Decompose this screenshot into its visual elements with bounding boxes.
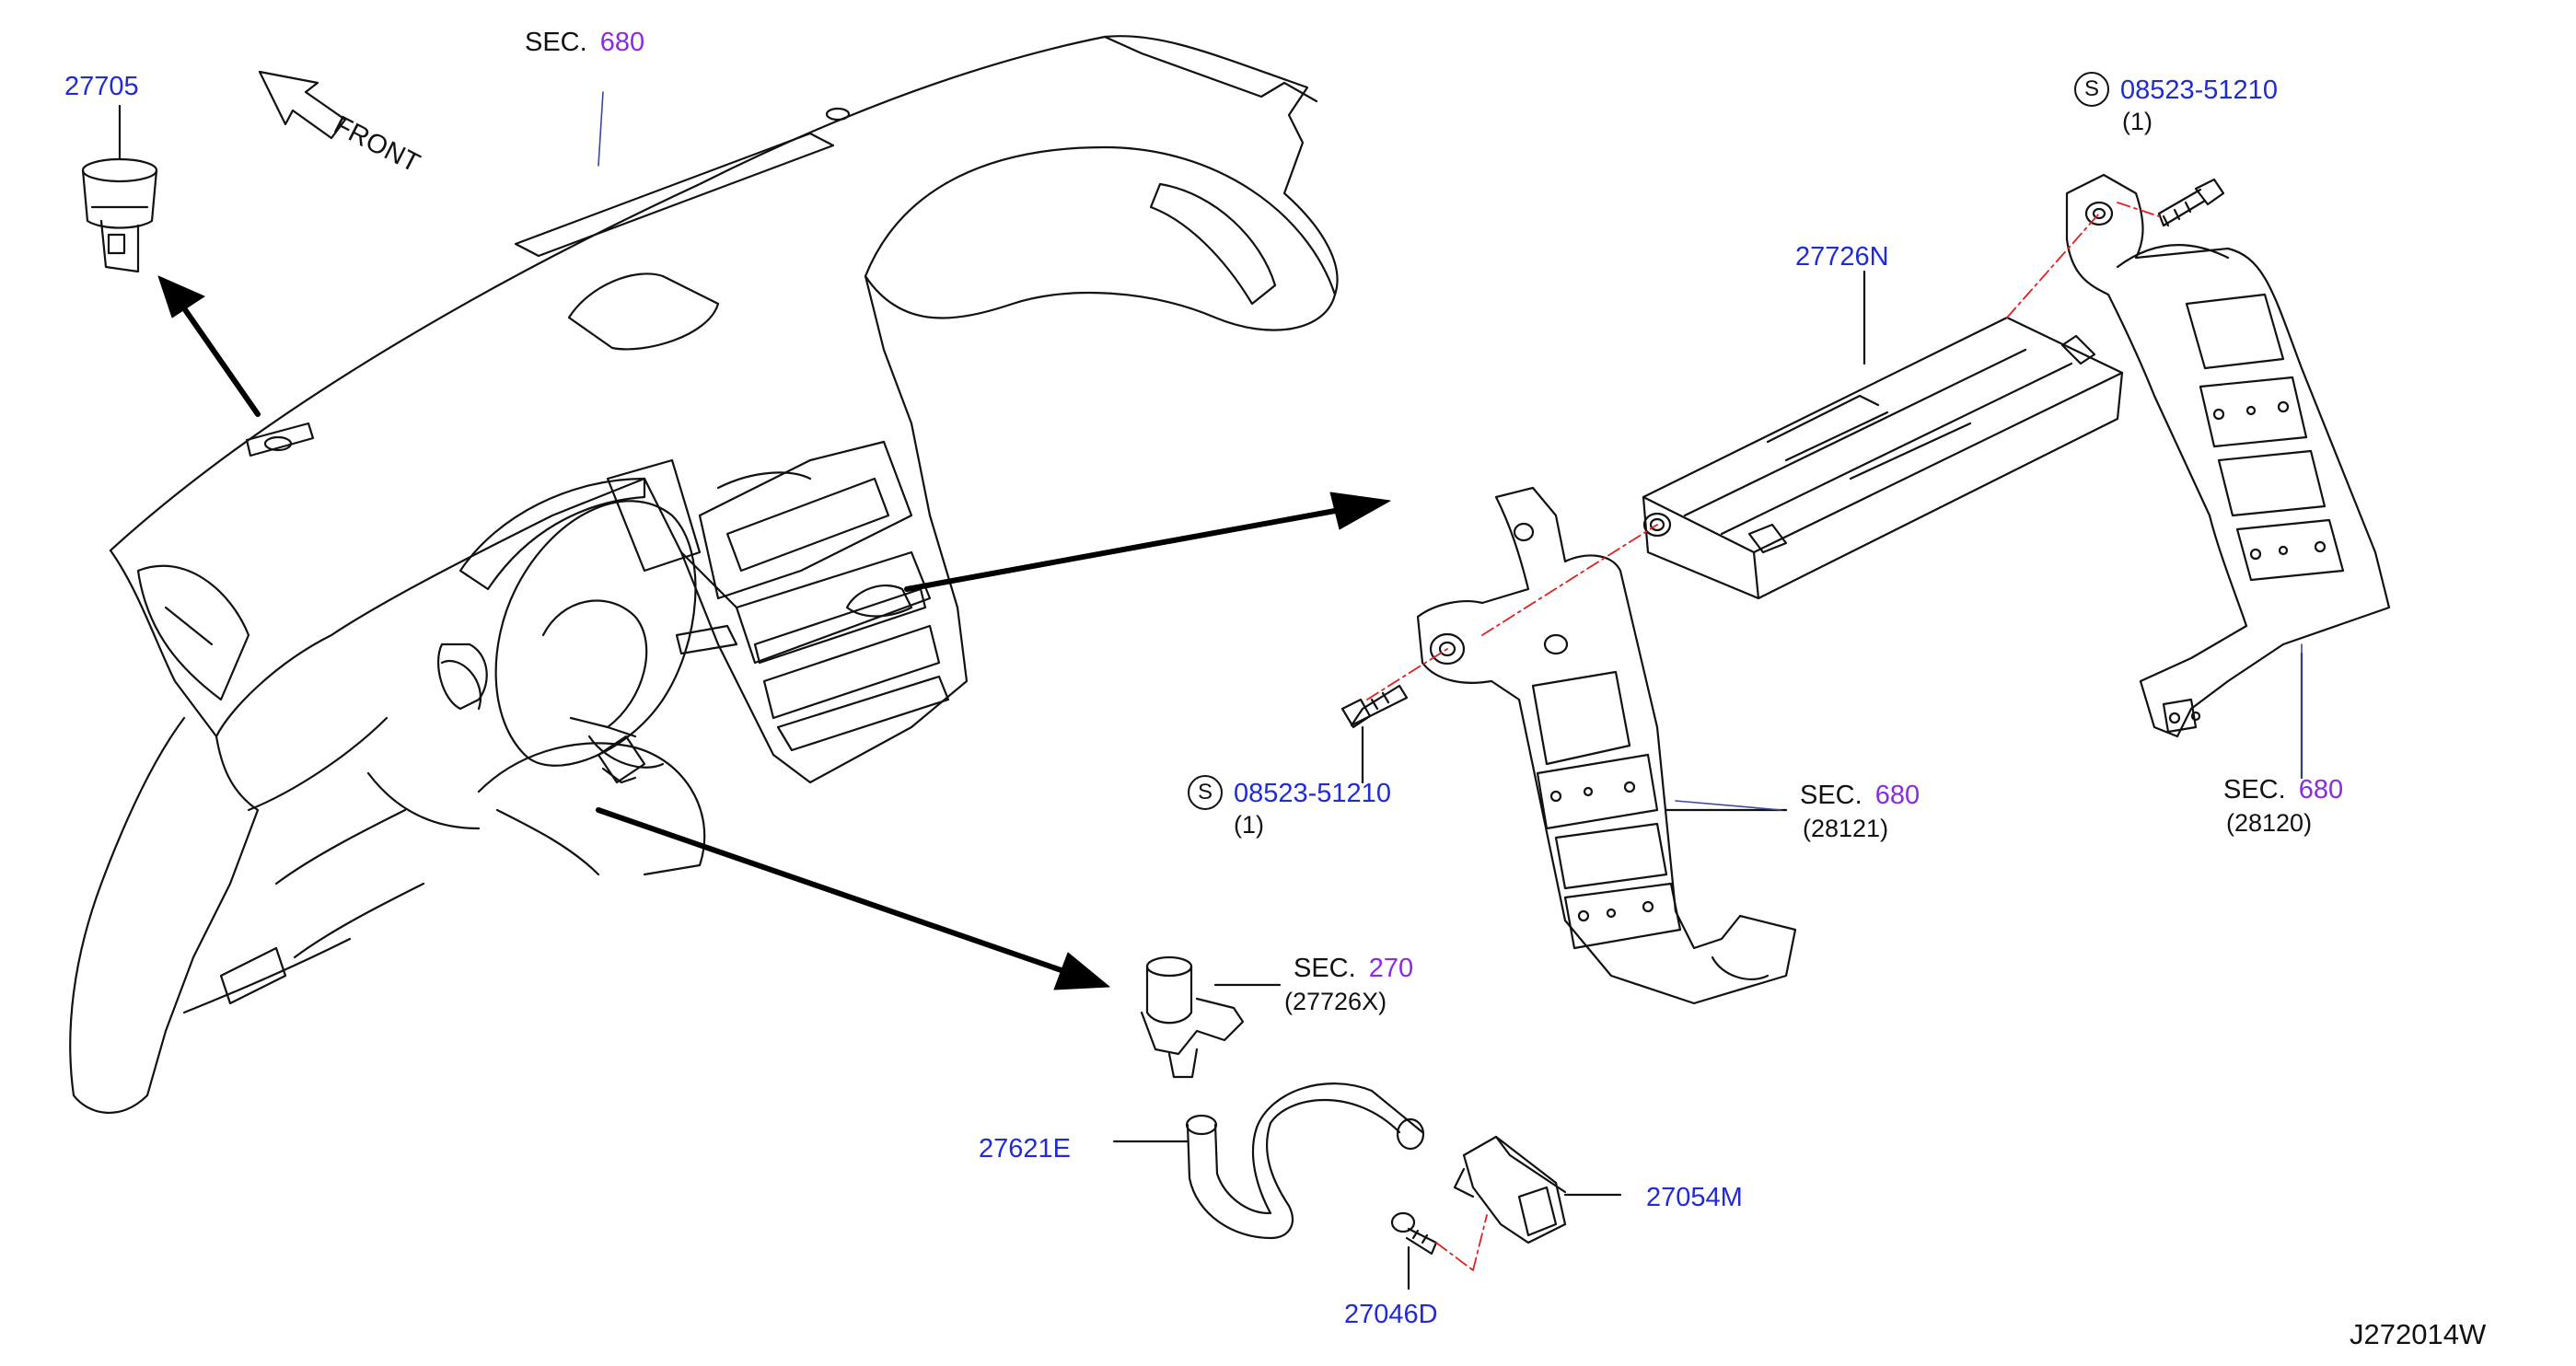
label-27046D[interactable]: 27046D — [1344, 1300, 1438, 1329]
label-27705[interactable]: 27705 — [64, 72, 139, 101]
bracket-28121-drawing — [1416, 486, 1797, 1005]
arrow-head-sensor — [1053, 952, 1110, 990]
part-27621E-drawing — [1112, 1082, 1425, 1240]
sec-prefix: SEC. — [525, 28, 587, 57]
part-27726N-drawing — [1642, 270, 2124, 600]
bracket-28120-drawing — [2065, 173, 2391, 780]
sec-prefix: SEC. — [1800, 781, 1862, 810]
sec-number: 680 — [599, 28, 645, 57]
label-ref-28120: (28120) — [2226, 809, 2313, 837]
screw-marker-lower: S — [1188, 775, 1223, 810]
label-screw-upper[interactable]: 08523-51210 — [2120, 75, 2278, 105]
sec-prefix: SEC. — [1294, 954, 1356, 983]
sec-number: 680 — [2298, 775, 2344, 805]
leader-lines — [598, 91, 2303, 811]
label-sec-680-28120[interactable]: SEC. 680 — [2223, 775, 2343, 805]
leader-arrows — [181, 306, 1338, 978]
label-sec-680-top[interactable]: SEC. 680 — [525, 28, 644, 57]
label-27054M[interactable]: 27054M — [1646, 1183, 1743, 1212]
part-27046D-drawing — [1390, 1211, 1438, 1291]
label-sec-270[interactable]: SEC. 270 — [1294, 954, 1413, 983]
instrument-panel-drawing — [69, 35, 1339, 1115]
part-27054M-drawing — [1453, 1135, 1622, 1244]
screw-upper-drawing — [2157, 178, 2225, 227]
sec-prefix: SEC. — [2223, 775, 2286, 805]
part-27705-drawing — [81, 104, 158, 273]
dash-lines — [1366, 202, 2160, 1271]
screw-marker-upper: S — [2074, 72, 2109, 107]
label-ref-27726X: (27726X) — [1284, 988, 1387, 1015]
label-screw-lower[interactable]: 08523-51210 — [1234, 779, 1391, 808]
label-screw-lower-qty: (1) — [1234, 811, 1264, 839]
label-27621E[interactable]: 27621E — [979, 1134, 1071, 1163]
diagram-id: J272014W — [2350, 1318, 2487, 1350]
screw-lower-drawing — [1340, 684, 1409, 784]
front-arrow-icon — [258, 70, 347, 140]
label-screw-upper-qty: (1) — [2122, 108, 2152, 135]
label-27726N[interactable]: 27726N — [1795, 242, 1889, 272]
sec-number: 270 — [1368, 954, 1414, 983]
arrow-head-27705 — [157, 275, 205, 318]
sec-number: 680 — [1874, 781, 1920, 810]
label-ref-28121: (28121) — [1803, 815, 1889, 842]
part-27726X-drawing — [1140, 955, 1282, 1079]
arrow-head-module — [1329, 492, 1391, 530]
label-sec-680-28121[interactable]: SEC. 680 — [1800, 781, 1920, 810]
